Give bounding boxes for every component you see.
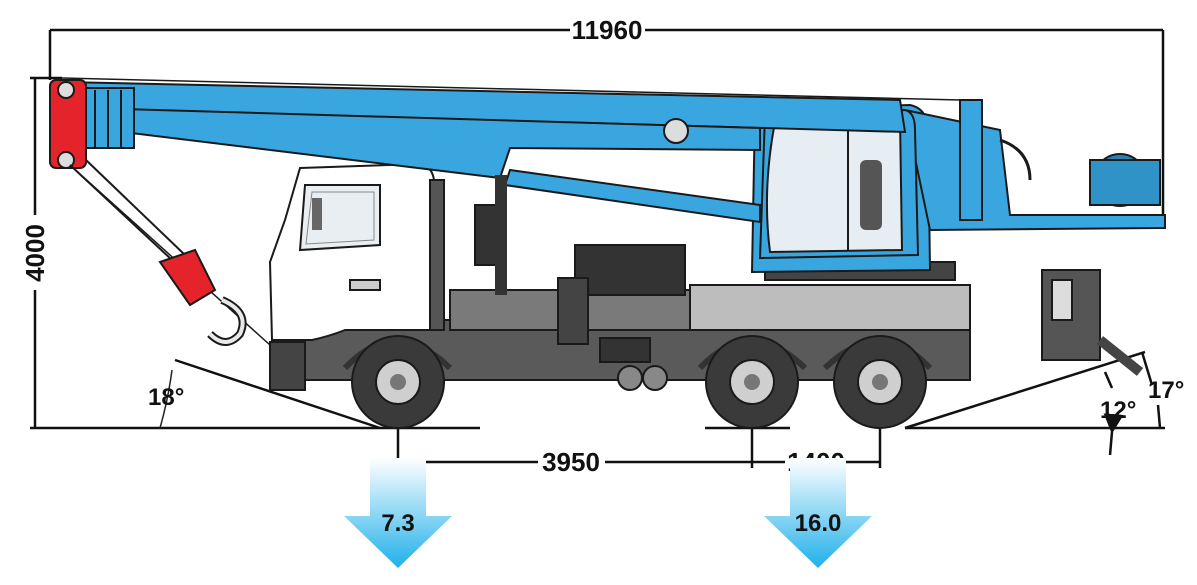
- height-dimension: 4000: [20, 76, 62, 427]
- overall-length-label: 11960: [572, 15, 643, 45]
- front-axle-load-label: 7.3: [381, 510, 414, 537]
- overall-length-dimension: 11960: [48, 15, 1165, 220]
- telescopic-boom: [61, 77, 961, 180]
- rear-axle-load-arrow: 16.0: [764, 458, 872, 568]
- truck-cab: [268, 162, 445, 341]
- approach-angle-label: 18°: [148, 384, 184, 411]
- front-wheel: [351, 335, 445, 429]
- operator-cabin: [758, 108, 920, 260]
- approach-angle: 18°: [148, 358, 381, 430]
- wheelbase-front-label: 3950: [542, 447, 600, 477]
- departure-angle-label: 17°: [1148, 377, 1184, 404]
- winch: [999, 138, 1161, 207]
- lift-cylinder: [495, 168, 761, 295]
- rear-wheel-1: [705, 335, 799, 429]
- rear-axle-load-label: 16.0: [795, 510, 842, 537]
- hook-block: [69, 159, 271, 346]
- boom-head: [49, 79, 87, 169]
- departure-outrigger-angle-label: 12°: [1100, 397, 1136, 424]
- rear-wheel-2: [833, 335, 927, 429]
- front-axle-load-arrow: 7.3: [344, 458, 452, 568]
- departure-angles: 12° 17°: [904, 350, 1184, 456]
- height-label: 4000: [20, 224, 50, 282]
